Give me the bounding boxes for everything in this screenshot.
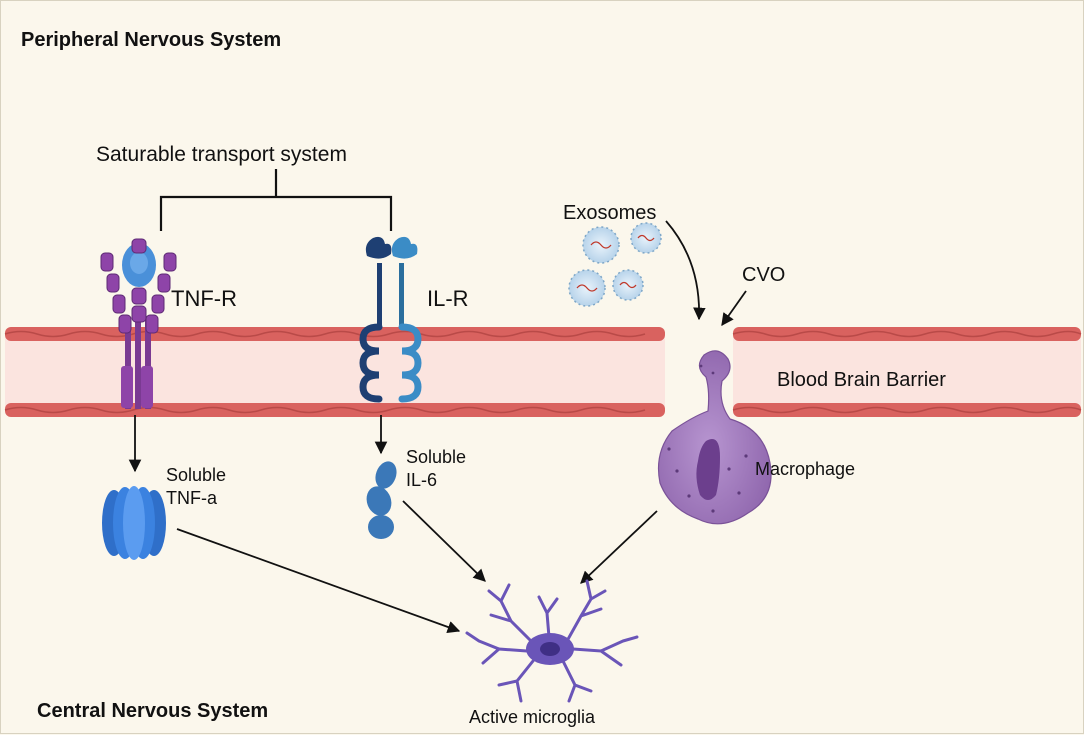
cvo-label: CVO xyxy=(742,264,785,286)
exosomes-label: Exosomes xyxy=(563,202,656,224)
tnf-alpha-icon xyxy=(102,486,166,560)
bbb-label: Blood Brain Barrier xyxy=(777,369,946,391)
exosome-icon xyxy=(568,222,662,307)
soluble-tnf-label-2: TNF-a xyxy=(166,488,218,508)
blood-brain-barrier-left xyxy=(4,327,665,417)
arrow-macrophage-to-microglia xyxy=(580,510,658,584)
transport-bracket xyxy=(159,169,393,231)
soluble-il6-label-1: Soluble xyxy=(406,447,466,467)
macrophage-icon xyxy=(657,350,772,525)
microglia-icon xyxy=(465,579,639,703)
arrow-il6-to-microglia xyxy=(402,500,486,582)
blood-brain-barrier-right xyxy=(732,327,1082,417)
il-receptor-icon xyxy=(359,236,422,403)
tnf-receptor-icon xyxy=(100,238,177,409)
microglia-label: Active microglia xyxy=(469,707,596,727)
macrophage-label: Macrophage xyxy=(755,459,855,479)
arrow-exosomes-to-gap xyxy=(665,220,706,321)
soluble-tnf-label-1: Soluble xyxy=(166,465,226,485)
pns-title: Peripheral Nervous System xyxy=(21,29,281,51)
arrow-cvo xyxy=(721,290,747,327)
soluble-il6-label-2: IL-6 xyxy=(406,470,437,490)
transport-label: Saturable transport system xyxy=(96,143,347,166)
ilr-label: IL-R xyxy=(427,286,469,311)
tnfr-label: TNF-R xyxy=(171,286,237,311)
cns-title: Central Nervous System xyxy=(37,700,268,722)
arrow-tnfa-to-microglia xyxy=(176,528,461,634)
il6-icon xyxy=(366,461,397,539)
microglia-nucleus xyxy=(540,642,560,656)
